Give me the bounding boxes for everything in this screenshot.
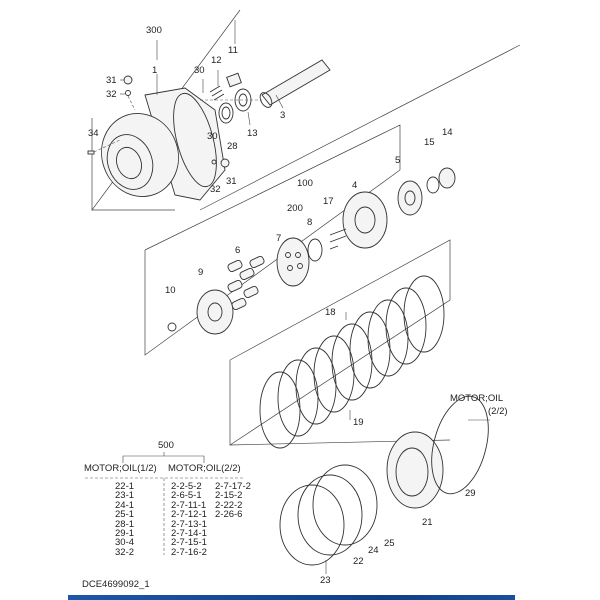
- kit-col3: 2-7-17-2 2-15-2 2-22-2 2-26-6: [215, 482, 251, 520]
- piston-and-seals: [279, 395, 489, 566]
- kit-item: 29-1: [115, 528, 135, 540]
- kit-item: 22-1: [115, 481, 135, 492]
- dashed-guides: [93, 95, 262, 153]
- callout-3: 3: [280, 110, 285, 121]
- kit-col2-header: MOTOR;OIL(2/2): [168, 463, 241, 474]
- bottom-bar: [68, 595, 515, 600]
- kit-item: 2-7-12-1: [171, 509, 207, 521]
- callout-30b: 30: [207, 131, 218, 142]
- callout-31a: 31: [106, 75, 117, 86]
- callout-28: 28: [227, 141, 238, 152]
- callout-23: 23: [320, 575, 331, 586]
- shaft: [259, 59, 331, 108]
- drawing-id: DCE4699092_1: [82, 579, 150, 590]
- friction-plates: [259, 275, 445, 449]
- kit-item: 28-1: [115, 518, 135, 530]
- callout-34: 34: [88, 128, 99, 139]
- callout-labels: 300 1 11 12 30 31 32 34 3 13 28 30 31 32…: [88, 25, 508, 586]
- rotary-group: [167, 167, 456, 335]
- callout-15: 15: [424, 137, 435, 148]
- callout-9: 9: [198, 267, 203, 278]
- callout-200: 200: [287, 203, 303, 214]
- small-parts: [87, 72, 252, 168]
- kit-item: 2-7-16-2: [171, 546, 207, 558]
- callout-motor-oil: MOTOR;OIL: [450, 393, 503, 404]
- callout-25: 25: [384, 538, 395, 549]
- motor-housing: [101, 87, 226, 201]
- kit-item: 2-15-2: [215, 490, 243, 502]
- kit-item: 2-7-11-1: [171, 499, 207, 511]
- callout-13: 13: [247, 128, 258, 139]
- callout-100: 100: [297, 178, 313, 189]
- kit-item: 25-1: [115, 509, 135, 521]
- kit-item: 2-22-2: [215, 499, 243, 511]
- callout-17: 17: [323, 196, 334, 207]
- kit-item: 2-7-15-1: [171, 537, 207, 549]
- callout-4: 4: [352, 180, 357, 191]
- callout-6: 6: [235, 245, 240, 256]
- kit-item: 32-2: [115, 546, 135, 558]
- callout-21: 21: [422, 517, 433, 528]
- kit-bracket: [85, 452, 245, 555]
- callout-32b: 32: [210, 184, 221, 195]
- callout-5: 5: [395, 155, 400, 166]
- kit-item: 2-2-5-2: [171, 481, 202, 492]
- callout-300: 300: [146, 25, 162, 36]
- kit-item: 2-7-13-1: [171, 518, 207, 530]
- callout-motor-oil-part: (2/2): [488, 406, 508, 417]
- assembly-frames: [91, 9, 521, 446]
- kit-item: 2-26-6: [215, 509, 243, 521]
- callout-7: 7: [276, 233, 281, 244]
- kit-item: 23-1: [115, 490, 135, 502]
- callout-19: 19: [353, 417, 364, 428]
- callout-10: 10: [165, 285, 176, 296]
- kit-number: 500: [158, 440, 174, 451]
- callout-29: 29: [465, 488, 476, 499]
- kit-item: 2-6-5-1: [171, 490, 202, 502]
- kit-item: 30-4: [115, 537, 135, 549]
- callout-31b: 31: [226, 176, 237, 187]
- callout-30a: 30: [194, 65, 205, 76]
- kit-col1-header: MOTOR;OIL(1/2): [84, 463, 157, 474]
- kit-item: 2-7-14-1: [171, 528, 207, 540]
- callout-22: 22: [353, 556, 364, 567]
- callout-14: 14: [442, 127, 453, 138]
- kit-item: 2-7-17-2: [215, 481, 251, 492]
- callout-12: 12: [211, 55, 222, 66]
- callout-11: 11: [228, 45, 238, 56]
- callout-1: 1: [152, 65, 157, 76]
- callout-32a: 32: [106, 89, 117, 100]
- kit-col1: 22-1 23-1 24-1 25-1 28-1 29-1 30-4 32-2: [115, 481, 135, 558]
- callout-24: 24: [368, 545, 379, 556]
- callout-18: 18: [325, 307, 336, 318]
- callout-8: 8: [307, 217, 312, 228]
- kit-item: 24-1: [115, 499, 135, 511]
- kit-col2: 2-2-5-2 2-6-5-1 2-7-11-1 2-7-12-1 2-7-13…: [171, 481, 207, 558]
- leader-lines: [120, 20, 490, 574]
